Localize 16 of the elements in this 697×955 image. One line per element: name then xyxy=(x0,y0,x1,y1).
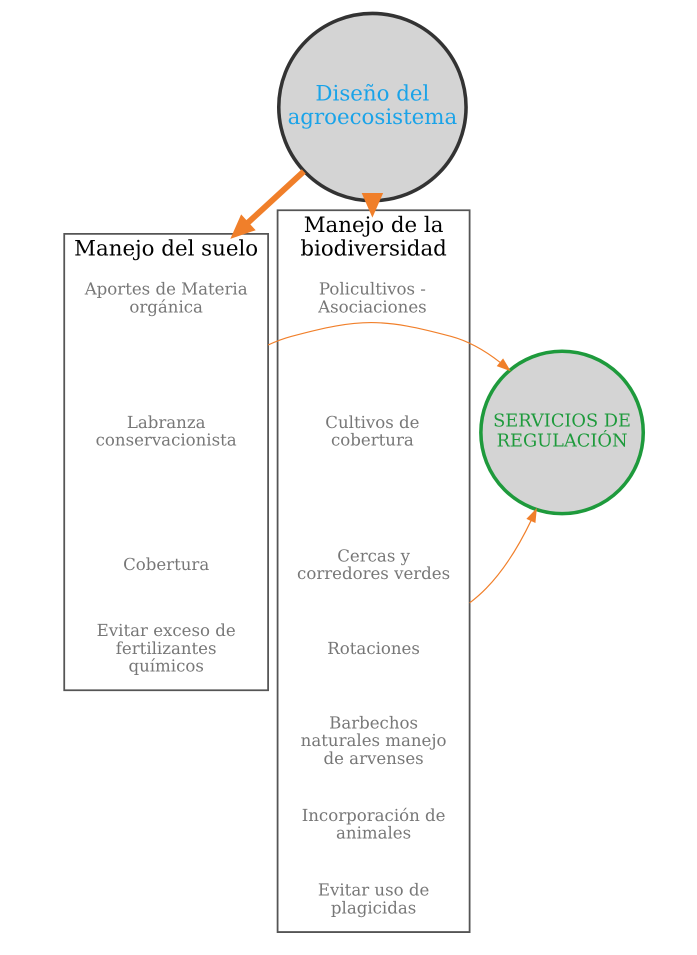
node-text: Cercas y corredores verdes xyxy=(296,546,450,584)
node-text: Evitar exceso de fertilizantes químicos xyxy=(96,620,236,676)
arrow xyxy=(230,169,306,239)
node-text: Aportes de Materia orgánica xyxy=(84,280,248,316)
node-circle: SERVICIOS DE REGULACIÓN xyxy=(478,349,645,516)
arrow xyxy=(361,193,383,218)
arrow xyxy=(267,322,510,372)
node-text: Labranza conservacionista xyxy=(95,412,236,450)
node-text: Rotaciones xyxy=(326,638,420,658)
node-text: Incorporación de animales xyxy=(301,806,445,843)
arrow xyxy=(468,508,536,604)
node-text: Evitar uso de plagicidas xyxy=(317,880,429,918)
node-text: Cultivos de cobertura xyxy=(324,412,420,450)
node-text: Cobertura xyxy=(122,555,209,574)
node-text: Policultivos - Asociaciones xyxy=(318,280,426,316)
node-text: Barbechos naturales manejo de arvenses xyxy=(300,713,446,768)
